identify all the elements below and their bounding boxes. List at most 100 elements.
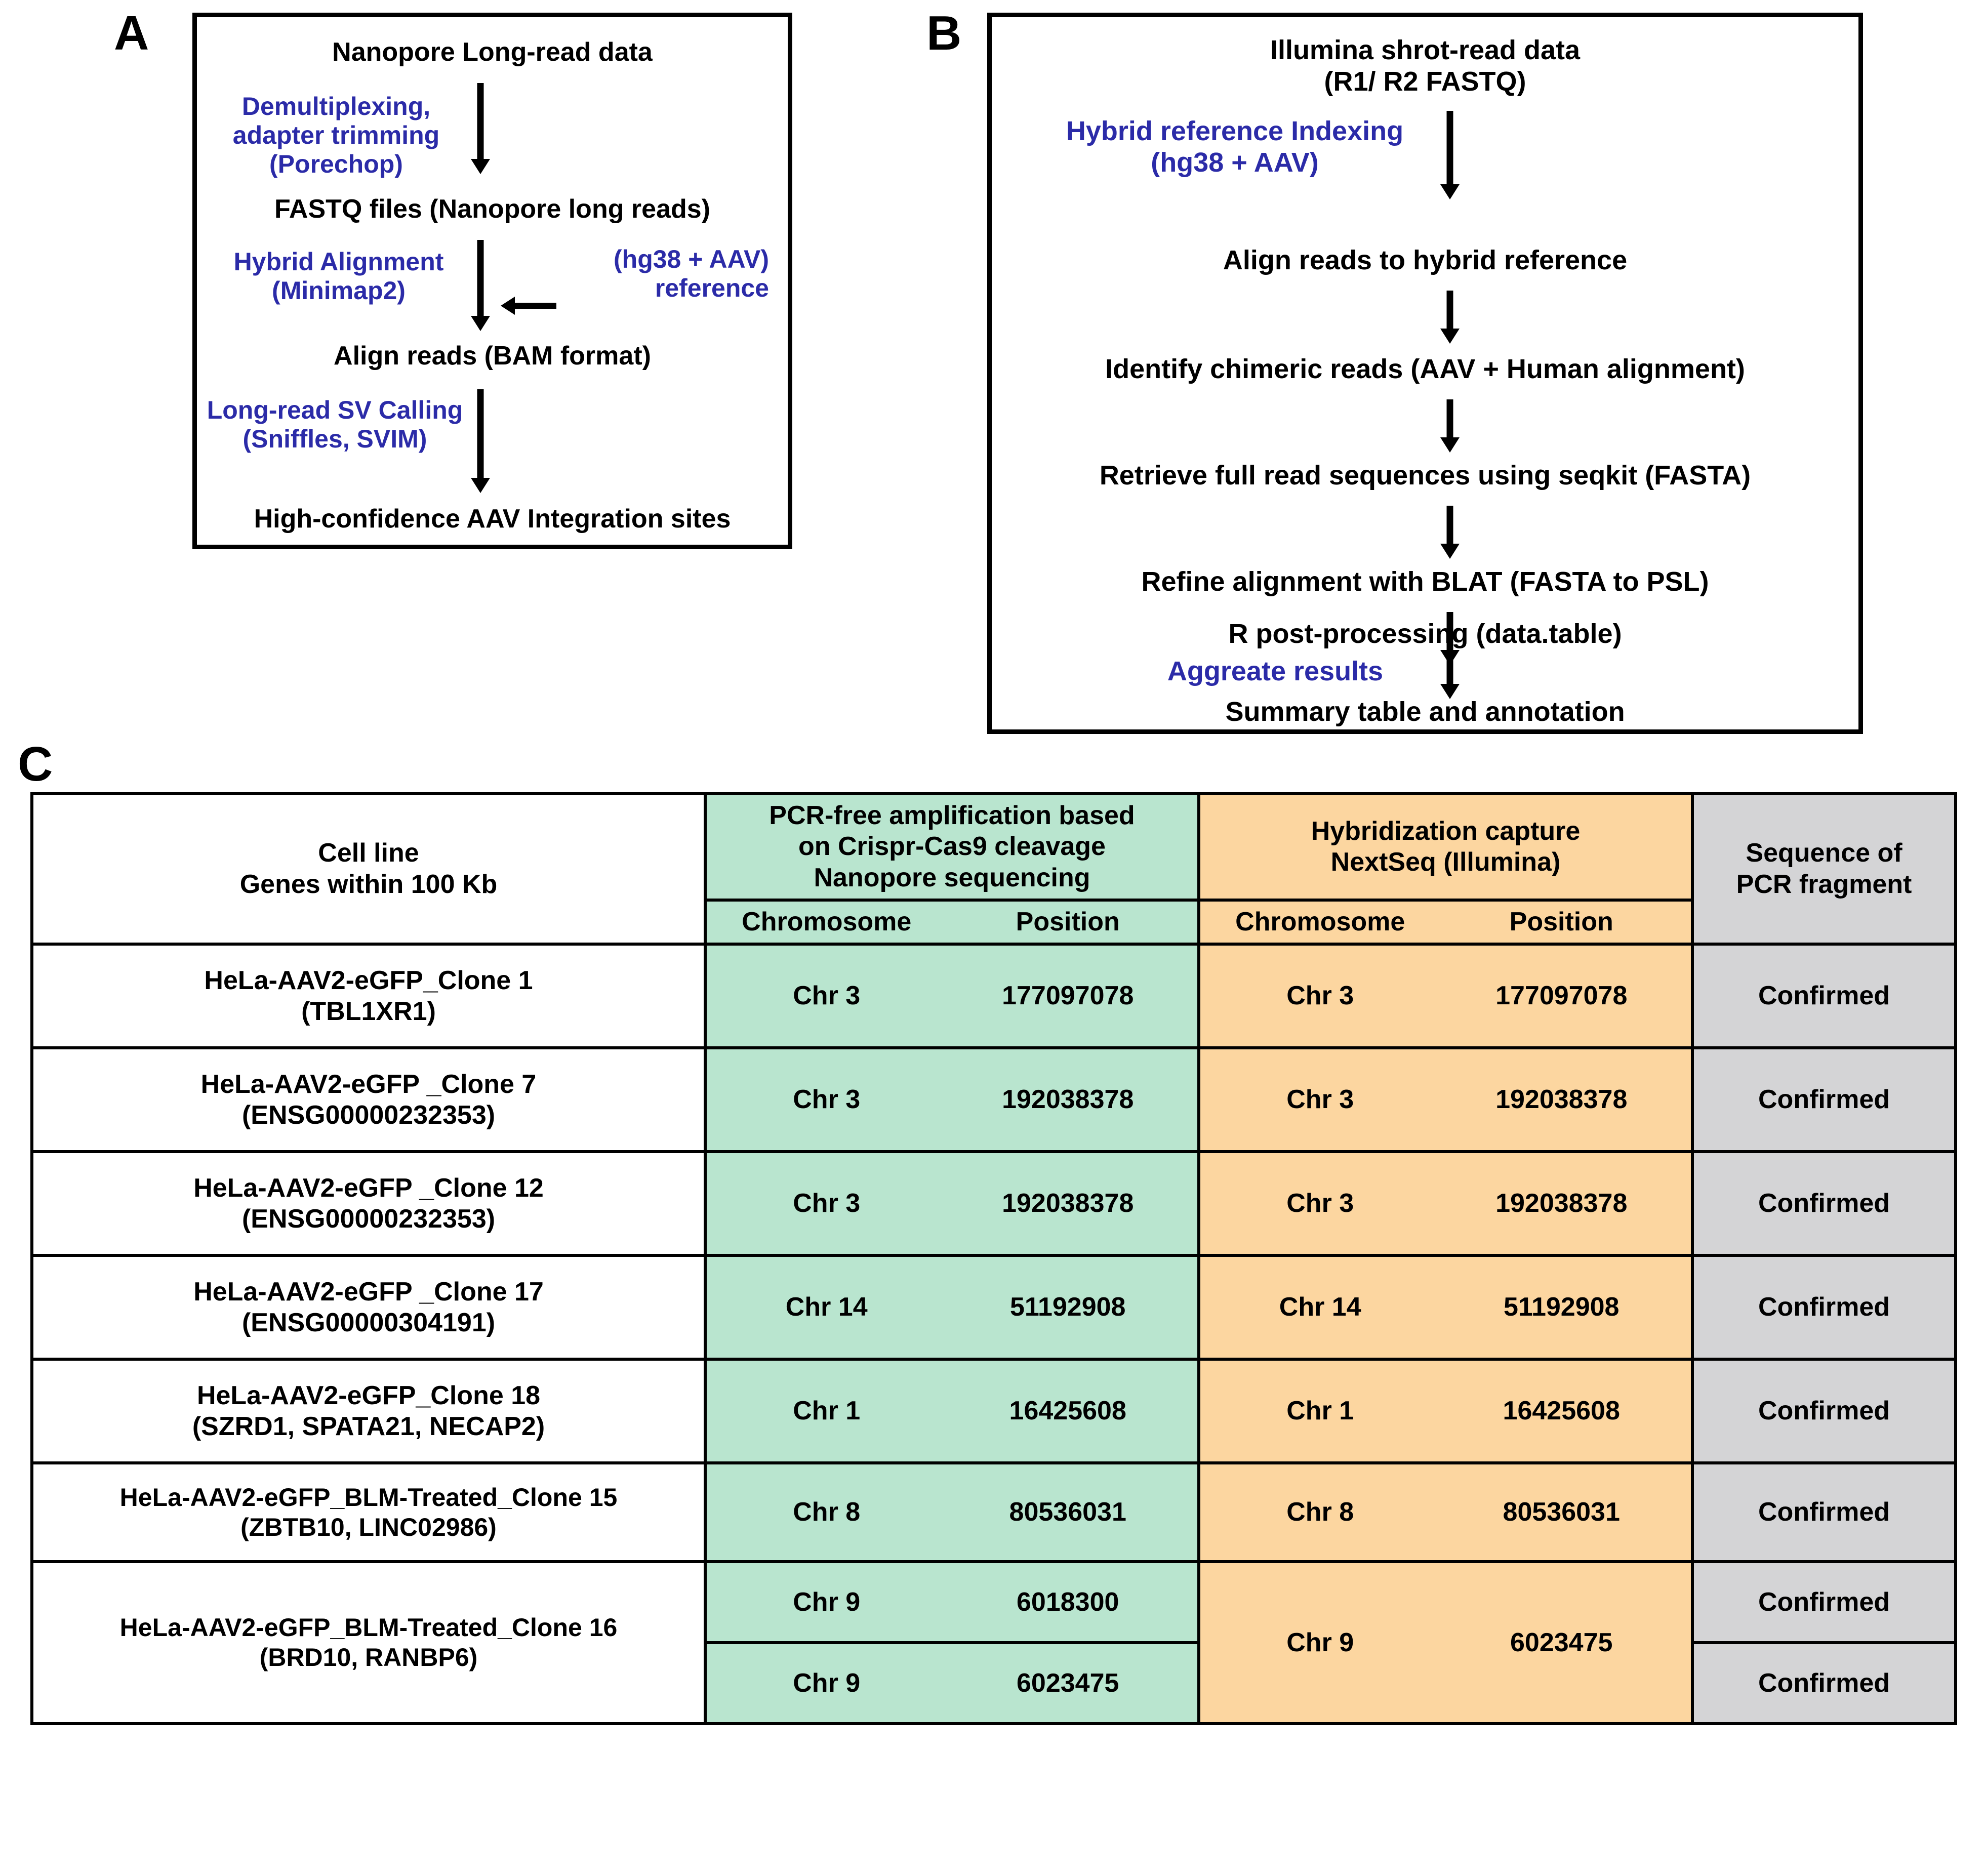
- table-row-split-top: HeLa-AAV2-eGFP_BLM-Treated_Clone 16 (BRD…: [30, 1560, 1957, 1726]
- illumina-position: 51192908: [1503, 1292, 1620, 1322]
- table-row: HeLa-AAV2-eGFP _Clone 7 (ENSG00000232353…: [30, 1046, 1957, 1154]
- nanopore-chromosome: Chr 3: [793, 1085, 861, 1115]
- panel-b-node-refine-blat: Refine alignment with BLAT (FASTA to PSL…: [1141, 566, 1709, 597]
- illumina-result: Chr 3 177097078: [1197, 943, 1694, 1050]
- sequence-status: Confirmed: [1691, 1046, 1957, 1154]
- panel-a-step-demultiplexing: Demultiplexing, adapter trimming (Porech…: [232, 92, 440, 178]
- panel-a-node-title: Nanopore Long-read data: [332, 37, 653, 67]
- illumina-position: 16425608: [1503, 1396, 1620, 1426]
- sequence-status: Confirmed: [1691, 943, 1957, 1050]
- table-row: HeLa-AAV2-eGFP _Clone 12 (ENSG0000023235…: [30, 1150, 1957, 1257]
- panel-a-step-sv-calling: Long-read SV Calling (Sniffles, SVIM): [207, 396, 463, 453]
- illumina-position: 80536031: [1503, 1497, 1620, 1527]
- nanopore-result: Chr 3 192038378: [704, 1046, 1200, 1154]
- illumina-position: 192038378: [1495, 1085, 1628, 1115]
- panel-a-flowchart: Nanopore Long-read data Demultiplexing, …: [192, 13, 792, 549]
- illumina-result: Chr 3 192038378: [1197, 1150, 1694, 1257]
- sequence-status: Confirmed: [1691, 1254, 1957, 1361]
- nanopore-result: Chr 3 177097078: [704, 943, 1200, 1050]
- nanopore-position: 6023475: [1016, 1668, 1119, 1698]
- header-nanopore-subcols: Chromosome Position: [704, 899, 1200, 946]
- header-nanopore-chromosome: Chromosome: [742, 907, 912, 937]
- panel-b-step-hybrid-indexing: Hybrid reference Indexing (hg38 + AAV): [1066, 116, 1404, 178]
- integration-sites-table: Cell line Genes within 100 Kb PCR-free a…: [30, 792, 1957, 1726]
- panel-b-node-align-reads: Align reads to hybrid reference: [1223, 245, 1628, 275]
- panel-label-c: C: [18, 737, 53, 791]
- nanopore-chromosome: Chr 9: [793, 1668, 861, 1698]
- nanopore-result: Chr 3 192038378: [704, 1150, 1200, 1257]
- illumina-chromosome: Chr 3: [1286, 981, 1354, 1011]
- illumina-result: Chr 1 16425608: [1197, 1358, 1694, 1465]
- nanopore-result: Chr 8 80536031: [704, 1461, 1200, 1564]
- illumina-chromosome: Chr 9: [1286, 1627, 1354, 1657]
- nanopore-position: 177097078: [1002, 981, 1134, 1011]
- cell-line-name: HeLa-AAV2-eGFP _Clone 12 (ENSG0000023235…: [30, 1150, 707, 1257]
- table-row: HeLa-AAV2-eGFP_BLM-Treated_Clone 15 (ZBT…: [30, 1461, 1957, 1564]
- panel-a-step-hybrid-alignment: Hybrid Alignment (Minimap2): [233, 248, 444, 305]
- cell-line-name: HeLa-AAV2-eGFP _Clone 7 (ENSG00000232353…: [30, 1046, 707, 1154]
- panel-b-step-aggregate: Aggreate results: [1167, 656, 1384, 686]
- nanopore-position: 16425608: [1009, 1396, 1126, 1426]
- header-nanopore-group: PCR-free amplification based on Crispr-C…: [704, 792, 1200, 902]
- header-nanopore-position: Position: [1016, 907, 1120, 937]
- nanopore-chromosome: Chr 14: [785, 1292, 868, 1322]
- cell-line-name: HeLa-AAV2-eGFP _Clone 17 (ENSG0000030419…: [30, 1254, 707, 1361]
- illumina-position: 192038378: [1495, 1189, 1628, 1218]
- sequence-status: Confirmed: [1691, 1560, 1957, 1645]
- header-sequence-pcr-fragment: Sequence of PCR fragment: [1691, 792, 1957, 946]
- header-illumina-group: Hybridization capture NextSeq (Illumina): [1197, 792, 1694, 902]
- cell-line-name: HeLa-AAV2-eGFP_BLM-Treated_Clone 15 (ZBT…: [30, 1461, 707, 1564]
- nanopore-chromosome: Chr 3: [793, 981, 861, 1011]
- panel-label-b: B: [926, 6, 962, 60]
- header-illumina-subcols: Chromosome Position: [1197, 899, 1694, 946]
- nanopore-chromosome: Chr 9: [793, 1587, 861, 1617]
- cell-line-name: HeLa-AAV2-eGFP_Clone 1 (TBL1XR1): [30, 943, 707, 1050]
- panel-b-node-chimeric-reads: Identify chimeric reads (AAV + Human ali…: [1105, 354, 1745, 384]
- illumina-result: Chr 3 192038378: [1197, 1046, 1694, 1154]
- nanopore-position: 80536031: [1009, 1497, 1126, 1527]
- panel-b-node-summary-table: Summary table and annotation: [1225, 697, 1625, 727]
- header-illumina-position: Position: [1509, 907, 1613, 937]
- sequence-status: Confirmed: [1691, 1358, 1957, 1465]
- illumina-result: Chr 14 51192908: [1197, 1254, 1694, 1361]
- panel-a-node-align-reads: Align reads (BAM format): [334, 341, 651, 371]
- sequence-status: Confirmed: [1691, 1461, 1957, 1564]
- panel-b-flowchart: Illumina shrot-read data (R1/ R2 FASTQ) …: [987, 13, 1863, 734]
- cell-line-name: HeLa-AAV2-eGFP_Clone 18 (SZRD1, SPATA21,…: [30, 1358, 707, 1465]
- nanopore-result: Chr 9 6018300: [704, 1560, 1200, 1645]
- table-row: HeLa-AAV2-eGFP_Clone 18 (SZRD1, SPATA21,…: [30, 1358, 1957, 1465]
- illumina-chromosome: Chr 1: [1286, 1396, 1354, 1426]
- illumina-result: Chr 9 6023475: [1197, 1560, 1694, 1726]
- illumina-position: 177097078: [1495, 981, 1628, 1011]
- header-illumina-chromosome: Chromosome: [1235, 907, 1405, 937]
- nanopore-result: Chr 1 16425608: [704, 1358, 1200, 1465]
- panel-b-node-retrieve-seqkit: Retrieve full read sequences using seqki…: [1099, 460, 1751, 491]
- illumina-chromosome: Chr 14: [1279, 1292, 1361, 1322]
- table-row: HeLa-AAV2-eGFP_Clone 1 (TBL1XR1) Chr 3 1…: [30, 943, 1957, 1050]
- nanopore-position: 192038378: [1002, 1189, 1134, 1218]
- nanopore-chromosome: Chr 3: [793, 1189, 861, 1218]
- panel-a-node-integration-sites: High-confidence AAV Integration sites: [254, 504, 731, 534]
- illumina-chromosome: Chr 3: [1286, 1085, 1354, 1115]
- panel-b-node-r-postprocessing: R post-processing (data.table): [1228, 619, 1622, 649]
- nanopore-chromosome: Chr 8: [793, 1497, 861, 1527]
- table-header-row-groups: Cell line Genes within 100 Kb PCR-free a…: [30, 792, 1957, 946]
- table-row: HeLa-AAV2-eGFP _Clone 17 (ENSG0000030419…: [30, 1254, 1957, 1361]
- illumina-result: Chr 8 80536031: [1197, 1461, 1694, 1564]
- panel-a-reference-label: (hg38 + AAV) reference: [614, 245, 769, 302]
- panel-label-a: A: [114, 6, 149, 60]
- illumina-chromosome: Chr 8: [1286, 1497, 1354, 1527]
- header-cell-line: Cell line Genes within 100 Kb: [30, 792, 707, 946]
- nanopore-position: 192038378: [1002, 1085, 1134, 1115]
- nanopore-chromosome: Chr 1: [793, 1396, 861, 1426]
- sequence-status: Confirmed: [1691, 1641, 1957, 1726]
- panel-b-node-title: Illumina shrot-read data (R1/ R2 FASTQ): [1270, 35, 1581, 97]
- table-row-split-bottom: Chr 9 6023475 Confirmed: [32, 1641, 1957, 1726]
- table-header-row-subcols: Chromosome Position Chromosome Position: [32, 899, 1956, 946]
- nanopore-position: 51192908: [1009, 1292, 1126, 1322]
- nanopore-position: 6018300: [1016, 1587, 1119, 1617]
- nanopore-result: Chr 9 6023475: [704, 1641, 1200, 1726]
- nanopore-result: Chr 14 51192908: [704, 1254, 1200, 1361]
- cell-line-name: HeLa-AAV2-eGFP_BLM-Treated_Clone 16 (BRD…: [30, 1560, 707, 1726]
- panel-a-node-fastq-files: FASTQ files (Nanopore long reads): [274, 194, 710, 224]
